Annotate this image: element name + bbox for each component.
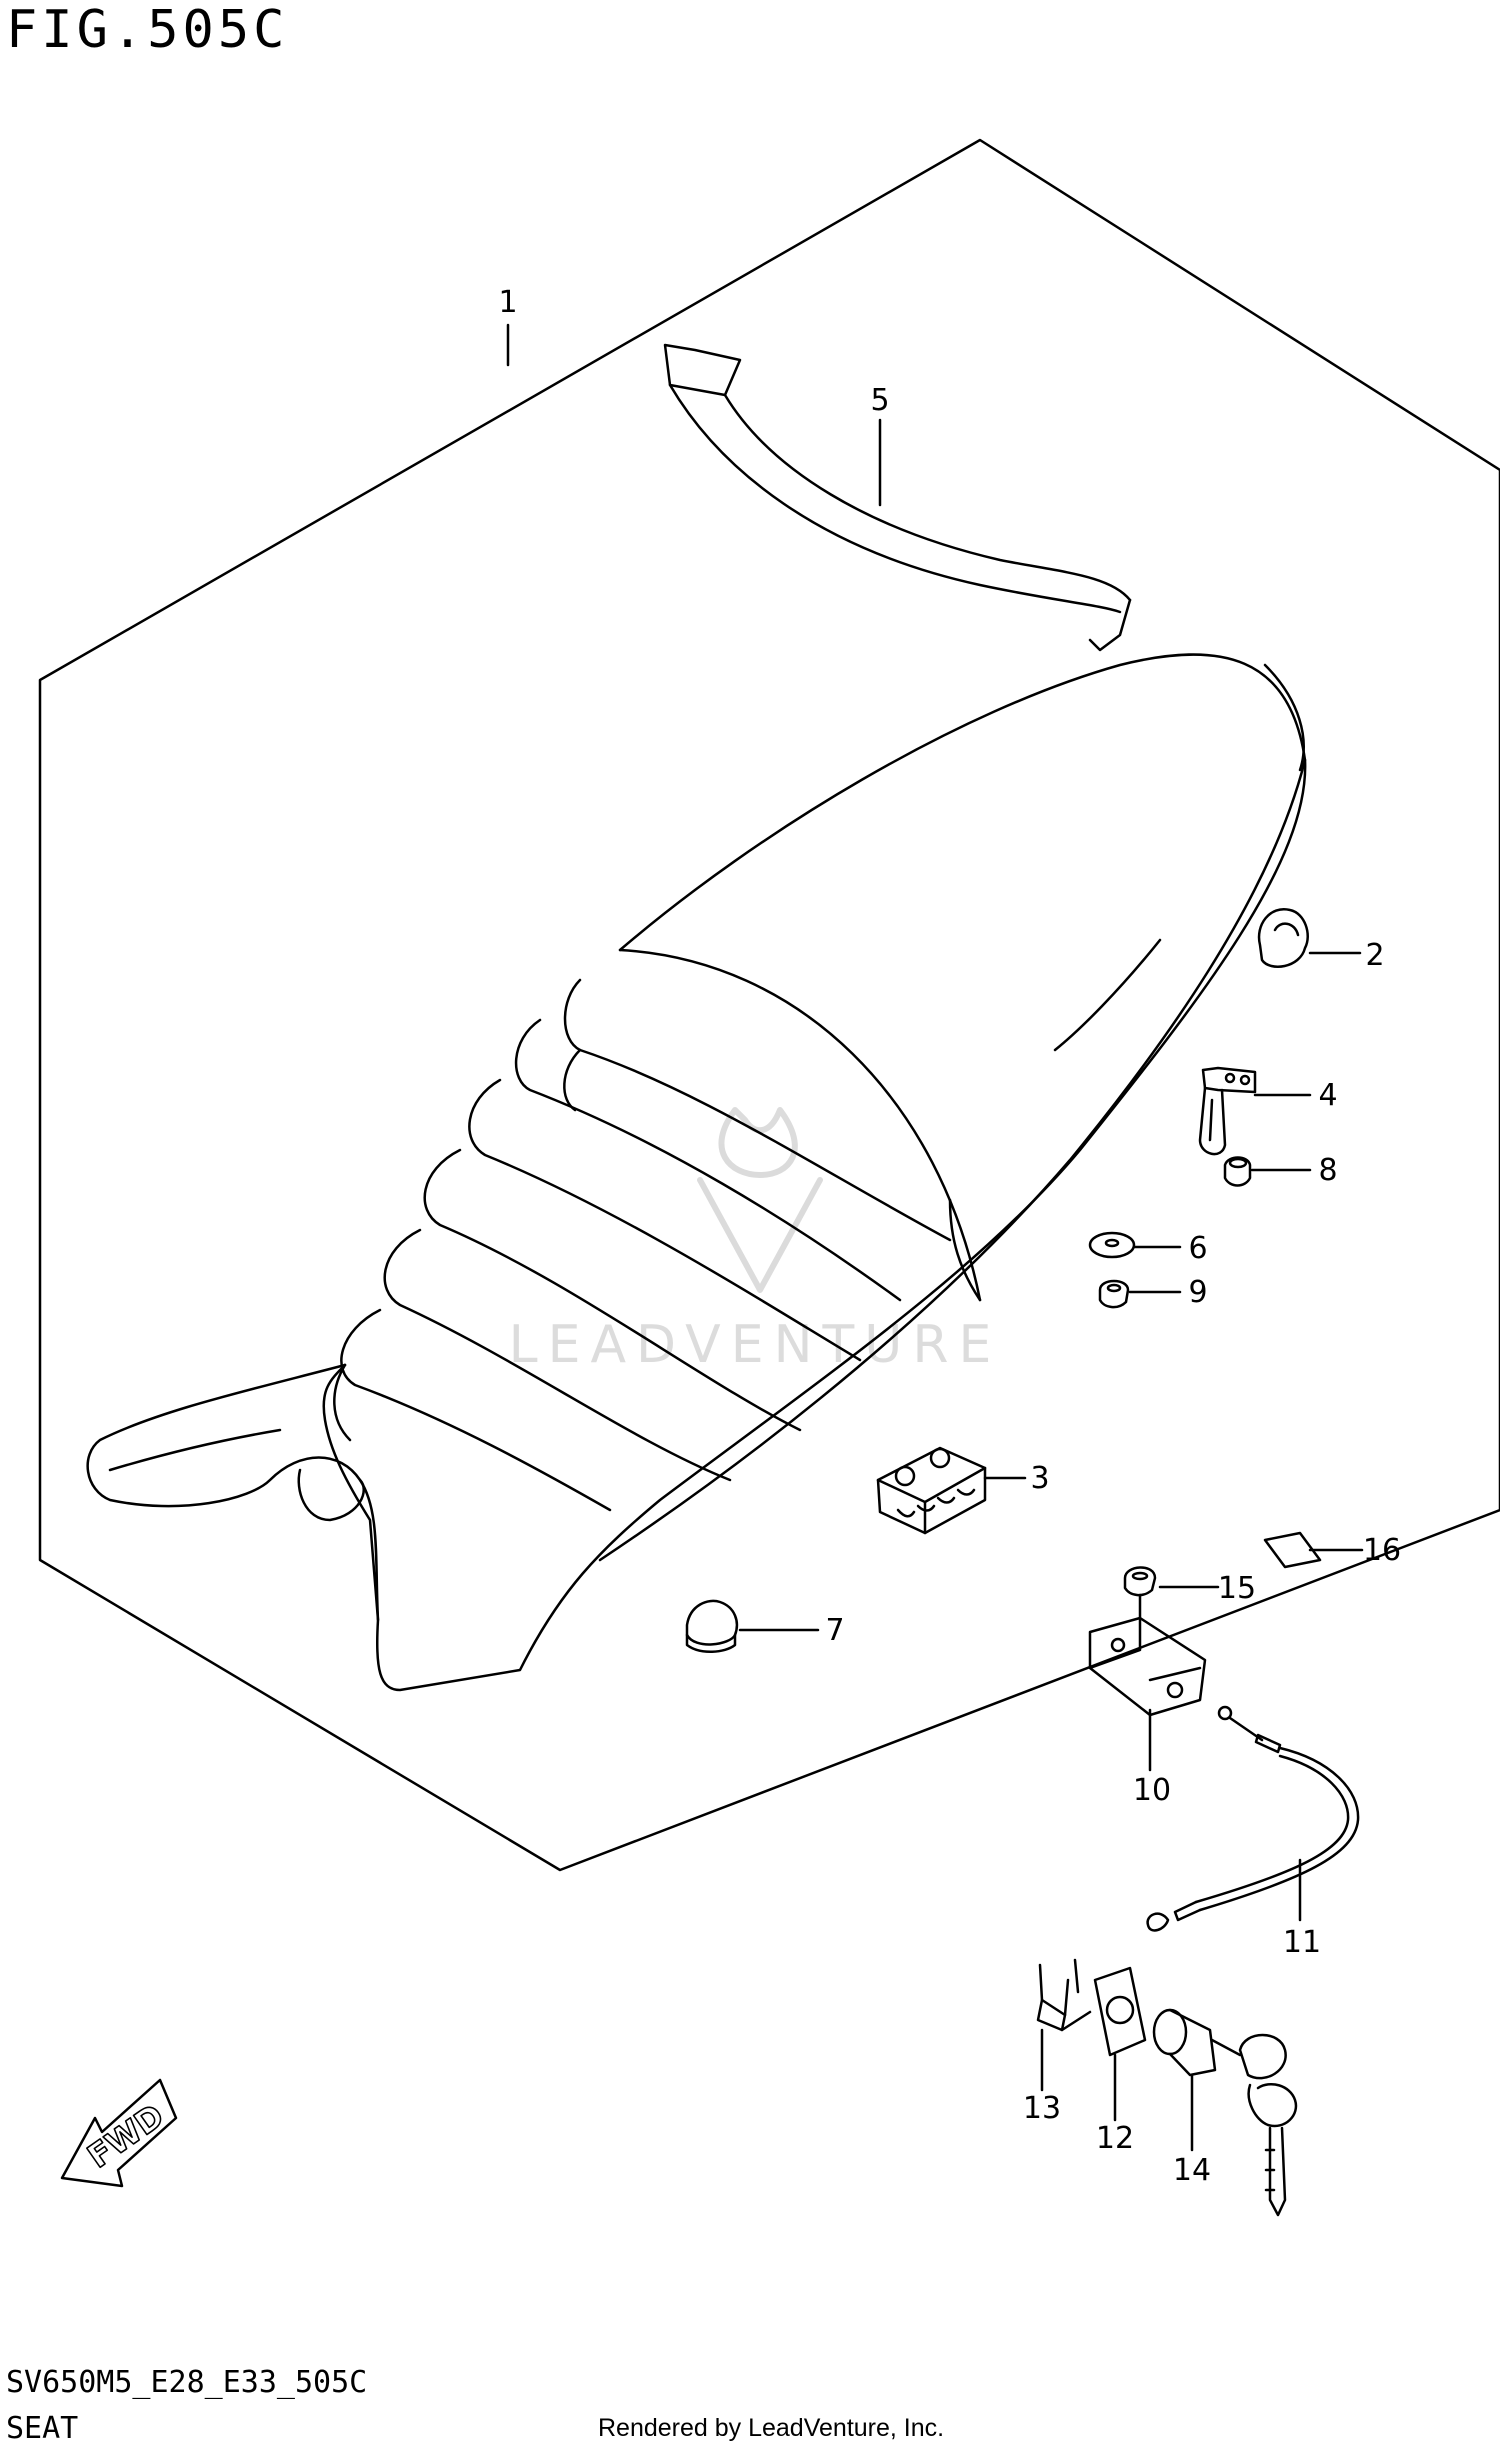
part-7-cushion: [685, 1599, 739, 1653]
part-15-nut: [1123, 1566, 1157, 1597]
rendered-by-credit: Rendered by LeadVenture, Inc.: [598, 2414, 945, 2442]
callout-12: 12: [1096, 2121, 1134, 2156]
callout-5: 5: [870, 383, 889, 418]
part-2-cushion: [1257, 907, 1309, 968]
part-11-seat-cable: [1146, 1705, 1360, 1932]
part-16-label: [1263, 1531, 1322, 1569]
callout-9: 9: [1188, 1275, 1207, 1310]
assembly-outline: [38, 138, 1500, 1872]
watermark-text: LEADVENTURE: [509, 1315, 1002, 1375]
part-6-washer: [1088, 1231, 1136, 1259]
callout-11: 11: [1283, 1925, 1321, 1960]
callout-10: 10: [1133, 1773, 1171, 1808]
callout-3: 3: [1030, 1461, 1049, 1496]
figure-name: SEAT: [6, 2411, 79, 2446]
callout-13: 13: [1023, 2091, 1061, 2126]
seat-body: [86, 653, 1307, 1692]
callout-2: 2: [1365, 938, 1384, 973]
part-12-plate: [1093, 1966, 1147, 2057]
callout-8: 8: [1318, 1153, 1337, 1188]
seat-strap: [663, 343, 1132, 652]
part-4-bracket: [1198, 1066, 1257, 1156]
part-13-clip: [1036, 1958, 1092, 2032]
part-3-bracket-block: [876, 1446, 987, 1535]
part-14-key-cylinder: [1152, 2008, 1298, 2217]
callout-4: 4: [1318, 1078, 1337, 1113]
part-8-nut: [1223, 1156, 1252, 1187]
figure-code: SV650M5_E28_E33_505C: [6, 2365, 368, 2400]
part-9-nut: [1098, 1279, 1130, 1309]
forward-direction-arrow: FWD: [60, 2078, 178, 2188]
callout-6: 6: [1188, 1231, 1207, 1266]
part-10-seat-lock: [1088, 1593, 1207, 1717]
callout-1: 1: [498, 285, 517, 320]
figure-title: FIG.505C: [6, 0, 289, 60]
callout-15: 15: [1218, 1571, 1256, 1606]
callout-7: 7: [825, 1613, 844, 1648]
callout-16: 16: [1363, 1533, 1401, 1568]
callout-14: 14: [1173, 2153, 1211, 2188]
watermark-logo: [697, 1107, 823, 1293]
